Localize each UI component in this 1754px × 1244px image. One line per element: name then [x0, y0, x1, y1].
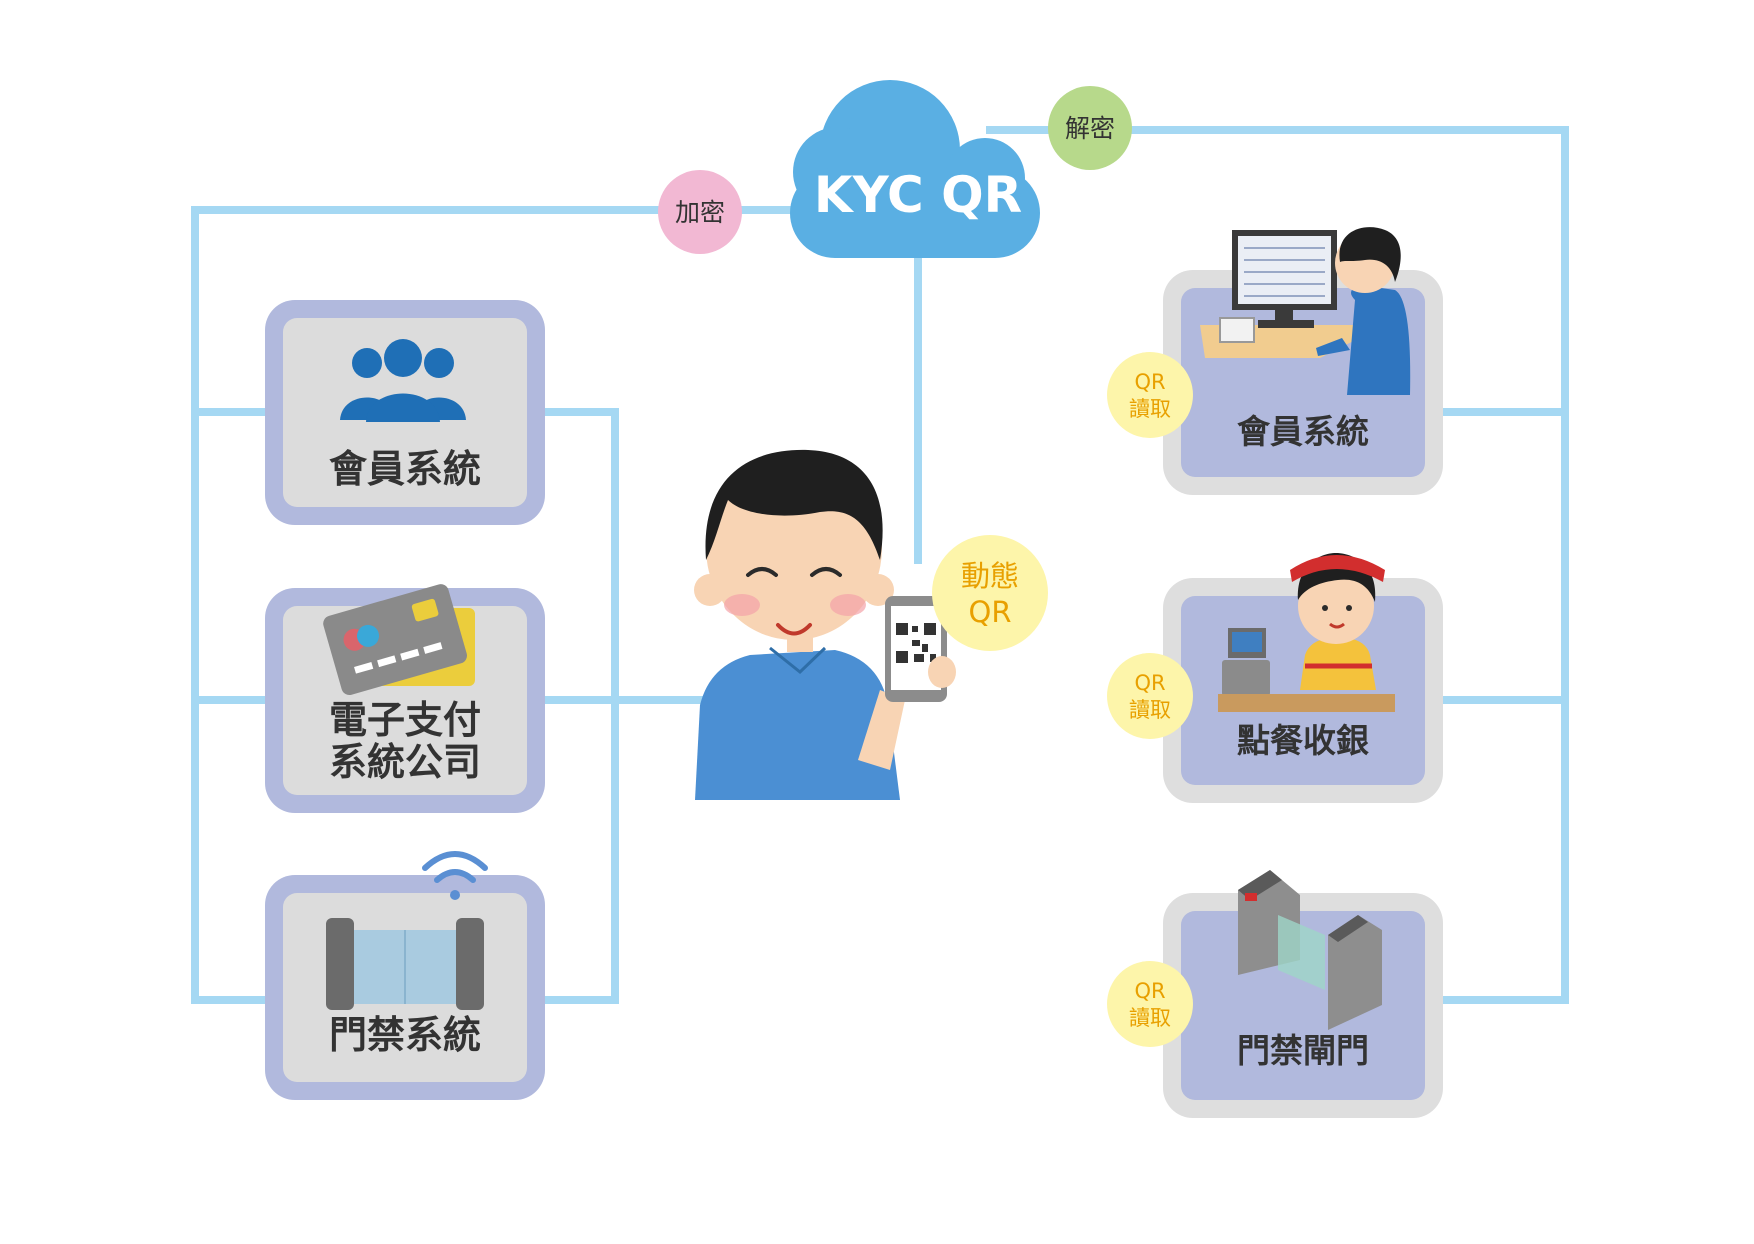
right-cashier-label: 點餐收銀: [1237, 721, 1369, 760]
right-turnstile-label: 門禁閘門: [1237, 1031, 1369, 1070]
wifi-icon: [422, 851, 488, 900]
encrypt-badge: 加密: [658, 170, 742, 254]
left-system-epay: 電子支付 系統公司: [265, 584, 545, 813]
encrypt-label: 加密: [675, 198, 725, 227]
user-figure-icon: [694, 449, 956, 800]
cloud-label: KYC QR: [814, 166, 1022, 224]
qr-reader-3-line-1: QR: [1134, 979, 1165, 1003]
left-epay-label-2: 系統公司: [329, 740, 481, 784]
qr-reader-3-line-2: 讀取: [1129, 1006, 1171, 1030]
people-icon: [340, 339, 466, 422]
office-worker-icon: [1200, 227, 1411, 395]
left-member-label: 會員系統: [329, 447, 481, 491]
qr-code-icon: [896, 623, 936, 663]
left-system-member: 會員系統: [265, 300, 545, 525]
credit-card-icon: [323, 584, 475, 696]
left-epay-label-1: 電子支付: [329, 698, 481, 742]
dynamic-qr-label-2: QR: [969, 595, 1012, 629]
decrypt-label: 解密: [1065, 114, 1115, 143]
kyc-cloud: KYC QR: [790, 80, 1040, 258]
access-gate-icon: [326, 918, 484, 1010]
dynamic-qr-badge: 動態 QR: [932, 535, 1048, 651]
qr-reader-badge-2: QR 讀取: [1107, 653, 1193, 739]
right-endpoint-cashier: 點餐收銀: [1163, 552, 1443, 803]
right-member-label: 會員系統: [1237, 412, 1369, 451]
left-access-label: 門禁系統: [329, 1013, 481, 1057]
qr-reader-1-line-2: 讀取: [1129, 397, 1171, 421]
qr-reader-badge-1: QR 讀取: [1107, 352, 1193, 438]
left-system-access: 門禁系統: [265, 851, 545, 1100]
dynamic-qr-label-1: 動態: [961, 559, 1019, 593]
qr-reader-1-line-1: QR: [1134, 370, 1165, 394]
decrypt-line: [986, 126, 1569, 1004]
qr-reader-badge-3: QR 讀取: [1107, 961, 1193, 1047]
left-bracket: [536, 408, 619, 1004]
connector-lines: [191, 126, 1569, 1004]
decrypt-badge: 解密: [1048, 86, 1132, 170]
cashier-icon: [1218, 552, 1395, 712]
qr-reader-2-line-2: 讀取: [1129, 698, 1171, 722]
right-endpoint-member: 會員系統: [1163, 227, 1443, 495]
right-endpoint-turnstile: 門禁閘門: [1163, 870, 1443, 1118]
turnstile-icon: [1238, 870, 1382, 1030]
qr-reader-2-line-1: QR: [1134, 671, 1165, 695]
